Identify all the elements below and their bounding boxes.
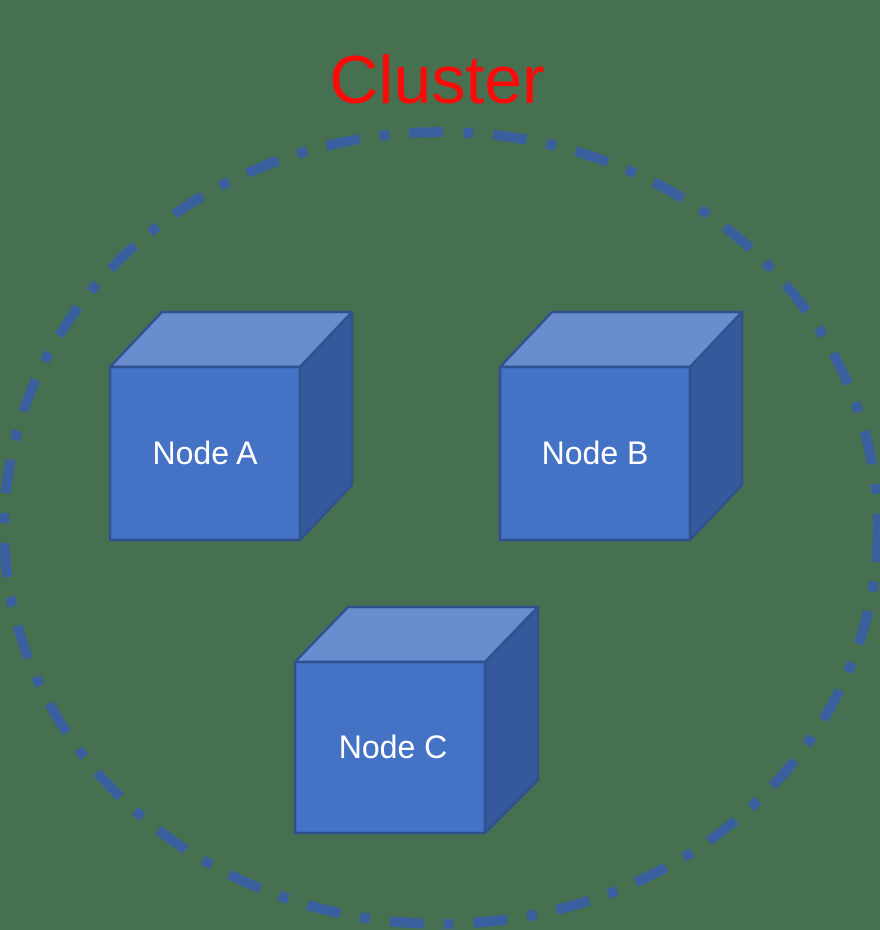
cube-front-face: [108, 365, 302, 542]
node-a-cube: Node A: [108, 310, 354, 542]
diagram-title: Cluster: [329, 42, 544, 118]
cube-front-face: [293, 660, 487, 835]
cube-front-face: [498, 365, 692, 542]
node-c-cube: Node C: [293, 605, 540, 835]
node-label: Node C: [339, 729, 448, 765]
node-label: Node A: [153, 435, 259, 471]
node-b-cube: Node B: [498, 310, 744, 542]
cluster-boundary-ellipse: [0, 127, 880, 929]
node-label: Node B: [542, 435, 649, 471]
